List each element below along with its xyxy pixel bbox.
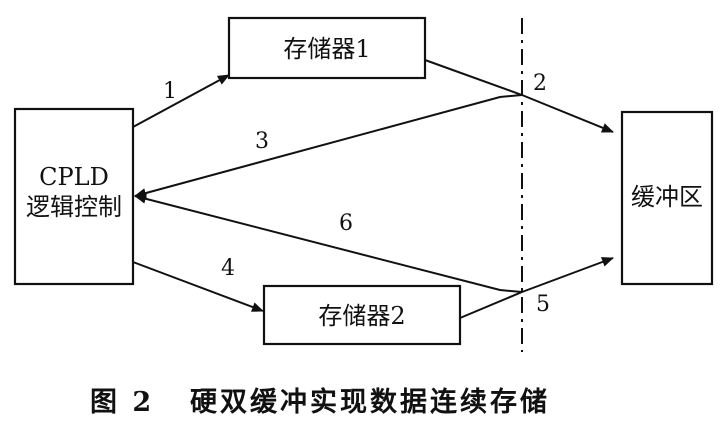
arrow-1: [132, 74, 230, 128]
memory1-label: 存储器1: [283, 35, 370, 63]
arrow-6-label: 6: [339, 211, 353, 236]
arrow-6: [134, 193, 523, 293]
memory1-block: 存储器1: [227, 16, 427, 80]
arrow-5-label: 5: [536, 292, 550, 317]
cpld-block: CPLD 逻辑控制: [13, 107, 135, 286]
cpld-label-line1: CPLD: [39, 163, 109, 191]
arrow-4-label: 4: [221, 256, 235, 281]
memory2-label: 存储器2: [318, 302, 405, 330]
figure-caption: 硬双缓冲实现数据连续存储: [190, 386, 550, 418]
arrow-3-label: 3: [255, 129, 269, 154]
arrow-4: [132, 261, 264, 312]
buffer-block: 缓冲区: [620, 110, 714, 286]
figure-number: 图 2: [90, 387, 154, 418]
cpld-label-line2: 逻辑控制: [26, 193, 122, 221]
buffer-label: 缓冲区: [631, 183, 703, 211]
arrow-2-label: 2: [533, 71, 547, 96]
arrow-3: [134, 94, 523, 198]
arrow-1-label: 1: [163, 79, 177, 104]
memory2-block: 存储器2: [262, 284, 462, 346]
